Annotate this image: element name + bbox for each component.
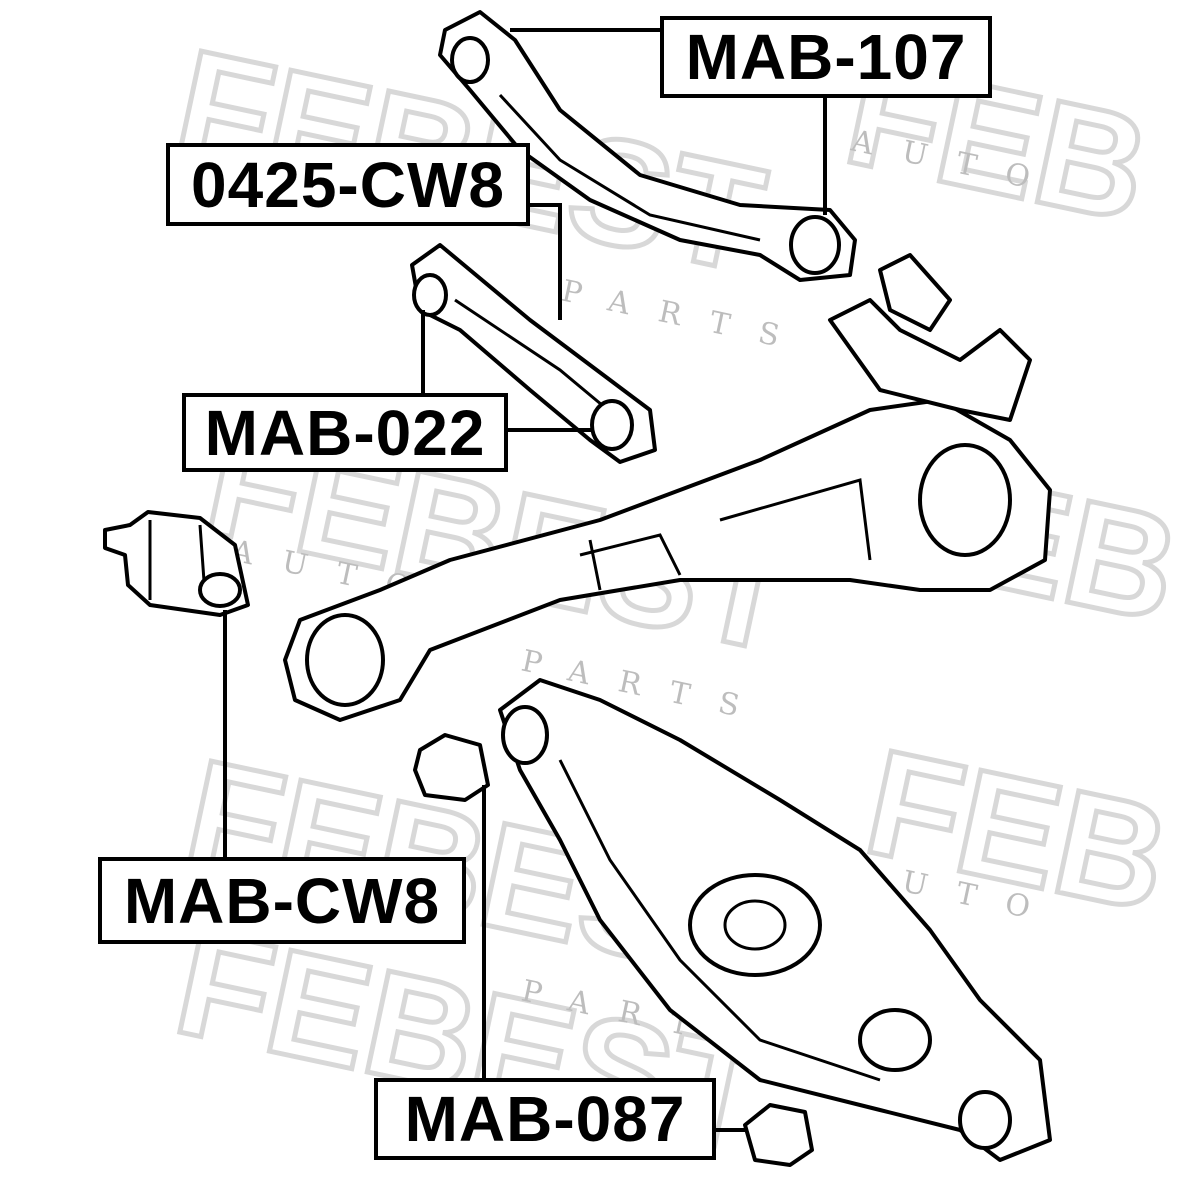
- part-label-mab-cw8: MAB-CW8: [98, 857, 466, 944]
- lower-control-arm: [498, 678, 1052, 1162]
- trailing-arm-knuckle: [283, 253, 1052, 722]
- toe-control-arm: [410, 243, 657, 464]
- part-label-mab-107: MAB-107: [660, 16, 992, 98]
- part-label-mab-087: MAB-087: [374, 1078, 716, 1160]
- upper-control-arm: [438, 10, 857, 282]
- bushing-087-upper: [413, 733, 490, 802]
- part-label-mab-022: MAB-022: [182, 393, 508, 472]
- bushing-087-lower: [743, 1103, 814, 1167]
- bushing-cw8: [103, 510, 250, 617]
- part-label-0425-cw8: 0425-CW8: [166, 143, 530, 226]
- leader-lines: [223, 28, 827, 1132]
